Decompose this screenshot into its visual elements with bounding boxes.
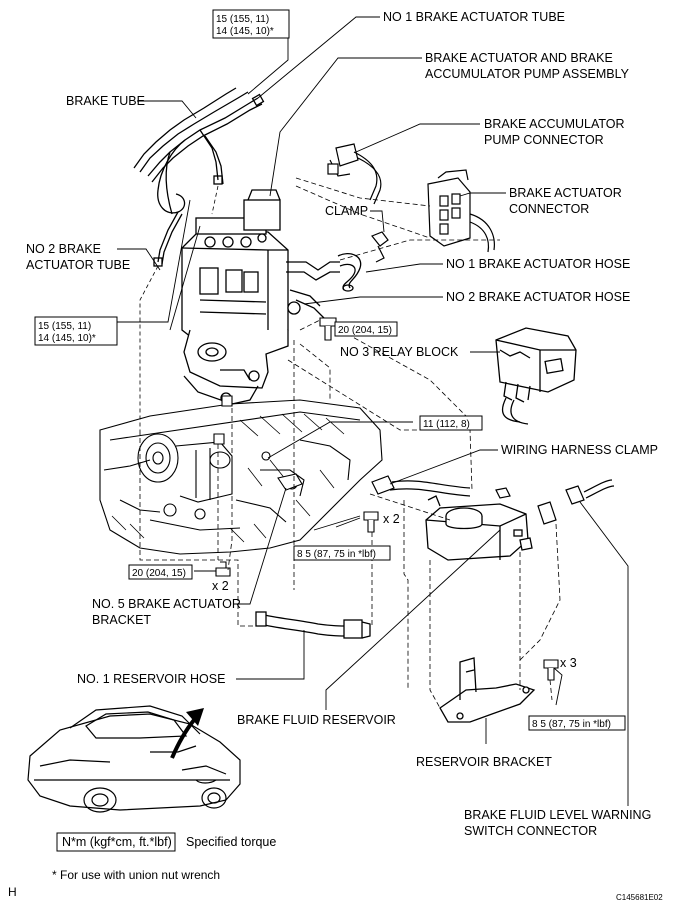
quantity-bracket-nuts: x 2	[212, 579, 229, 593]
figure-code: C145681E02	[616, 893, 663, 902]
torque-box-mid	[334, 321, 398, 337]
vehicle-location-drawing	[27, 705, 241, 813]
bolt-assembly-mount	[319, 317, 337, 341]
legend-description: Specified torque	[186, 835, 276, 849]
bolt-reservoir	[363, 511, 379, 533]
label-no2-brake-actuator-hose: NO 2 BRAKE ACTUATOR HOSE	[446, 290, 630, 304]
label-brake-tube: BRAKE TUBE	[66, 94, 145, 108]
label-no5-bracket-line2: BRACKET	[92, 613, 151, 627]
wiring-harness-clamp-drawing	[371, 475, 471, 497]
brake-fluid-reservoir-drawing	[425, 495, 533, 561]
reservoir-bracket-drawing	[439, 657, 536, 723]
label-assembly-line2: ACCUMULATOR PUMP ASSEMBLY	[425, 67, 630, 81]
no3-relay-block-drawing	[495, 327, 577, 425]
phantom-alignment-lines	[139, 177, 561, 709]
torque-11: 11 (112, 8)	[423, 419, 470, 430]
torque-box-85b	[528, 715, 626, 731]
label-accumulator-connector-line1: BRAKE ACCUMULATOR	[484, 117, 625, 131]
label-brake-fluid-reservoir: BRAKE FLUID RESERVOIR	[237, 713, 396, 727]
location-arrow	[170, 708, 204, 759]
brake-tube-guide-lines	[139, 185, 219, 430]
quantity-reservoir-bolts: x 2	[383, 512, 400, 526]
label-actuator-connector-line2: CONNECTOR	[509, 202, 589, 216]
label-level-switch-line2: SWITCH CONNECTOR	[464, 824, 597, 838]
label-no1-brake-actuator-hose: NO 1 BRAKE ACTUATOR HOSE	[446, 257, 630, 271]
bolt-drawings	[213, 317, 559, 681]
level-switch-connector-drawing	[495, 479, 615, 525]
legend-box	[56, 832, 176, 852]
accumulator-pump-connector-drawing	[327, 143, 382, 205]
label-assembly-line1: BRAKE ACTUATOR AND BRAKE	[425, 51, 613, 65]
label-no2-tube-line2: ACTUATOR TUBE	[26, 258, 130, 272]
label-accumulator-connector-line2: PUMP CONNECTOR	[484, 133, 604, 147]
torque-values: 15 (155, 11) 14 (145, 10)* 15 (155, 11) …	[38, 14, 611, 730]
label-no3-relay-block: NO 3 RELAY BLOCK	[340, 345, 459, 359]
no1-brake-actuator-hose-drawing	[337, 253, 362, 292]
torque-box-left	[34, 316, 118, 346]
label-no1-brake-actuator-tube: NO 1 BRAKE ACTUATOR TUBE	[383, 10, 565, 24]
part-labels: NO 1 BRAKE ACTUATOR TUBE BRAKE ACTUATOR …	[26, 10, 658, 838]
clamp-drawing	[371, 231, 389, 263]
label-reservoir-bracket: RESERVOIR BRACKET	[416, 755, 552, 769]
footnote: * For use with union nut wrench	[52, 868, 220, 882]
quantity-bracket-bolts: x 3	[560, 656, 577, 670]
torque-left-line2: 14 (145, 10)*	[38, 333, 96, 344]
brake-actuator-assembly-drawing	[181, 189, 340, 405]
torque-20b: 20 (204, 15)	[132, 568, 186, 579]
torque-box-20b	[128, 564, 193, 580]
label-wiring-harness-clamp: WIRING HARNESS CLAMP	[501, 443, 658, 457]
torque-box-85a	[293, 545, 391, 561]
torque-left-line1: 15 (155, 11)	[38, 321, 91, 332]
label-level-switch-line1: BRAKE FLUID LEVEL WARNING	[464, 808, 651, 822]
label-no1-reservoir-hose: NO. 1 RESERVOIR HOSE	[77, 672, 225, 686]
label-clamp: CLAMP	[325, 204, 368, 218]
leader-lines	[117, 16, 629, 806]
torque-top-line1: 15 (155, 11)	[216, 14, 269, 25]
assembly-feet	[213, 395, 233, 445]
bolt-bracket-nut	[215, 561, 231, 577]
torque-85a: 8 5 (87, 75 in *lbf)	[297, 549, 376, 560]
bolt-reservoir-bracket	[543, 659, 559, 681]
torque-box-11	[419, 415, 483, 431]
corner-letter: H	[8, 885, 17, 899]
quantity-labels: x 2 x 2 x 3	[212, 512, 577, 670]
label-no5-bracket-line1: NO. 5 BRAKE ACTUATOR	[92, 597, 241, 611]
torque-spec-boxes	[34, 9, 626, 852]
torque-85b: 8 5 (87, 75 in *lbf)	[532, 719, 611, 730]
legend-box-text: N*m (kgf*cm, ft.*lbf)	[62, 835, 172, 849]
torque-box-top	[212, 9, 290, 39]
legend: N*m (kgf*cm, ft.*lbf) Specified torque	[62, 835, 276, 849]
no1-reservoir-hose-drawing	[255, 611, 371, 639]
label-actuator-connector-line1: BRAKE ACTUATOR	[509, 186, 622, 200]
brake-actuator-connector-drawing	[427, 169, 495, 253]
label-no2-tube-line1: NO 2 BRAKE	[26, 242, 101, 256]
torque-top-line2: 14 (145, 10)*	[216, 26, 274, 37]
no5-bracket-drawing	[277, 473, 303, 491]
body-mounting-area-drawing	[99, 399, 383, 555]
torque-mid: 20 (204, 15)	[338, 325, 392, 336]
